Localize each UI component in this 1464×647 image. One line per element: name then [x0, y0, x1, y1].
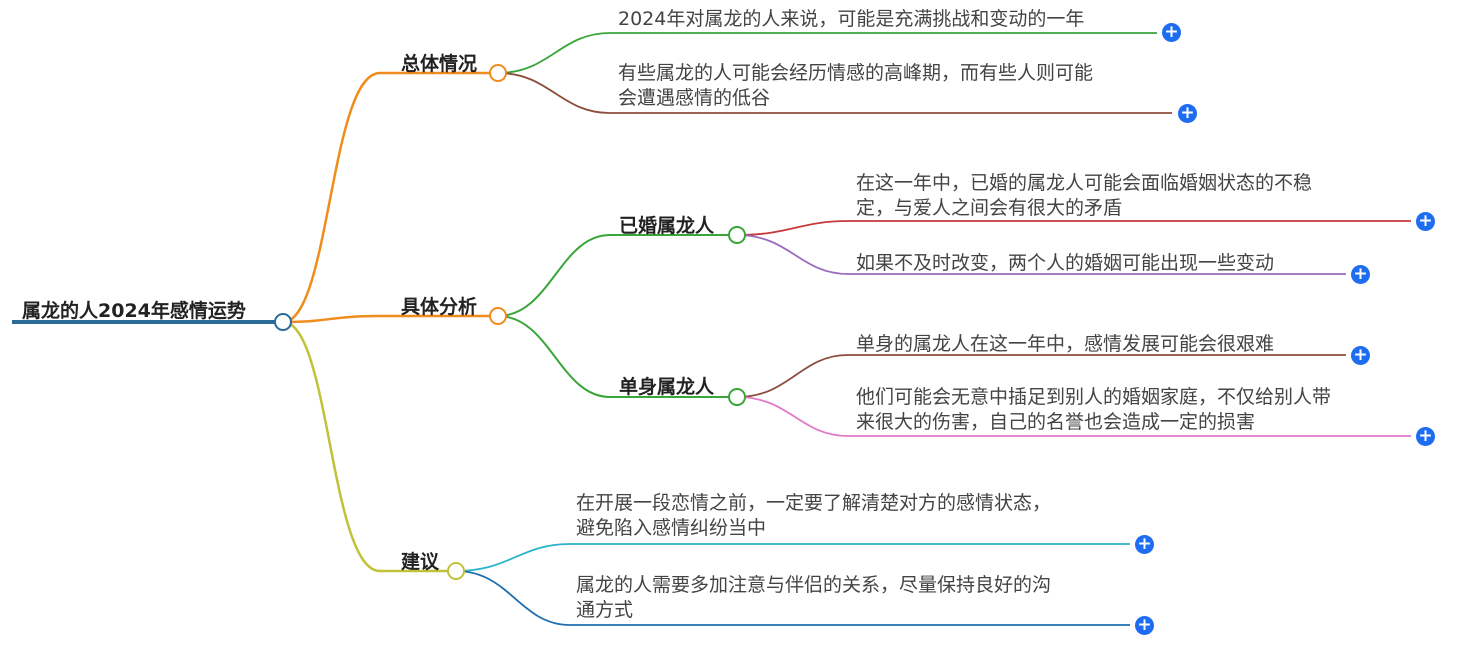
edge-overall-leaf2 [497, 72, 1172, 114]
edge-married-leaf2 [736, 234, 1346, 275]
branch-overall-label[interactable]: 总体情况 [401, 53, 478, 75]
overall-toggle-circle[interactable] [489, 64, 507, 82]
analysis-toggle-circle[interactable] [489, 307, 507, 325]
leaf-overall-2[interactable]: 有些属龙的人可能会经历情感的高峰期，而有些人则可能 会遭遇感情的低谷 [618, 62, 1094, 109]
edge-root-advice [282, 320, 456, 573]
advice-toggle-circle[interactable] [447, 562, 465, 580]
leaf-married-2[interactable]: 如果不及时改变，两个人的婚姻可能出现一些变动 [856, 252, 1275, 274]
branch-analysis-label[interactable]: 具体分析 [401, 296, 478, 318]
leaf-advice-1[interactable]: 在开展一段恋情之前，一定要了解清楚对方的感情状态， 避免陷入感情纠纷当中 [576, 492, 1052, 539]
leaf-overall-1[interactable]: 2024年对属龙的人来说，可能是充满挑战和变动的一年 [618, 8, 1085, 30]
group-single-label[interactable]: 单身属龙人 [619, 376, 715, 398]
edge-overall-leaf1 [497, 32, 1157, 74]
edge-advice-leaf2 [455, 570, 1130, 626]
expand-plus-icon[interactable]: + [1162, 23, 1181, 42]
leaf-advice-2[interactable]: 属龙的人需要多加注意与伴侣的关系，尽量保持良好的沟 通方式 [576, 574, 1052, 621]
edge-single-leaf2 [736, 396, 1411, 437]
edge-analysis-single [497, 315, 737, 398]
single-toggle-circle[interactable] [728, 388, 746, 406]
branch-advice-label[interactable]: 建议 [401, 551, 440, 573]
expand-plus-icon[interactable]: + [1135, 616, 1154, 635]
edge-analysis-married [497, 234, 737, 317]
edge-married-leaf1 [736, 220, 1411, 236]
leaf-married-1[interactable]: 在这一年中，已婚的属龙人可能会面临婚姻状态的不稳 定，与爱人之间会有很大的矛盾 [856, 172, 1313, 219]
root-topic[interactable]: 属龙的人2024年感情运势 [22, 300, 246, 322]
edge-single-leaf1 [736, 354, 1346, 398]
root-toggle-circle[interactable] [274, 313, 292, 331]
edge-root-analysis [282, 314, 498, 324]
expand-plus-icon[interactable]: + [1351, 265, 1370, 284]
leaf-single-1[interactable]: 单身的属龙人在这一年中，感情发展可能会很艰难 [856, 333, 1275, 355]
expand-plus-icon[interactable]: + [1416, 427, 1435, 446]
edge-advice-leaf1 [455, 543, 1130, 572]
expand-plus-icon[interactable]: + [1178, 104, 1197, 123]
edge-root-overall [282, 71, 498, 324]
expand-plus-icon[interactable]: + [1135, 535, 1154, 554]
expand-plus-icon[interactable]: + [1351, 346, 1370, 365]
married-toggle-circle[interactable] [728, 226, 746, 244]
expand-plus-icon[interactable]: + [1416, 212, 1435, 231]
group-married-label[interactable]: 已婚属龙人 [619, 215, 715, 237]
leaf-single-2[interactable]: 他们可能会无意中插足到别人的婚姻家庭，不仅给别人带 来很大的伤害，自己的名誉也会… [856, 386, 1332, 433]
